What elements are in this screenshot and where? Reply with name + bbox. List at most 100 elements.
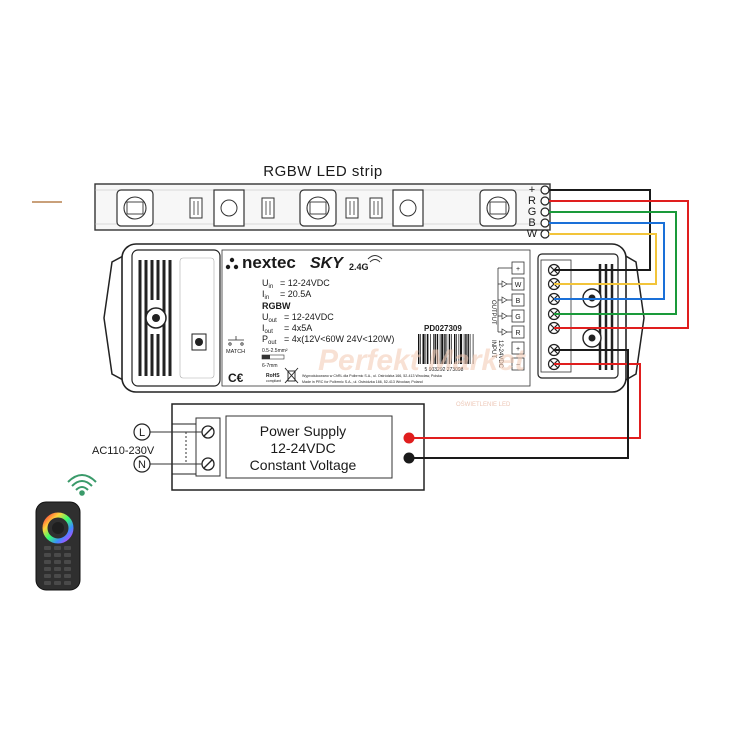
led-diode-icon: [501, 328, 508, 336]
strip-terminal-r: R: [528, 195, 536, 207]
input-terminal-box: [511, 341, 525, 355]
led-chip-icon: [392, 189, 424, 227]
match-switch-icon: [228, 336, 244, 346]
spec-uout: Uout = 12-24VDC: [262, 312, 334, 324]
barcode: [418, 334, 474, 364]
wire-white: [549, 233, 657, 285]
input-label: INPUT: [490, 340, 496, 358]
psu-negative-terminal: [403, 452, 415, 464]
ce-mark-icon: C€: [228, 371, 244, 385]
output-terminal-letter: B: [516, 298, 521, 305]
remote-button[interactable]: [44, 567, 51, 571]
remote-button[interactable]: [64, 574, 71, 578]
mains-wiring: [150, 431, 202, 465]
led-diode-icon: [501, 280, 508, 288]
spec-iout: Iout = 4x5A: [262, 323, 312, 335]
wire-green: [549, 211, 677, 315]
mains-voltage: AC110-230V: [92, 445, 155, 457]
psu-line-1: Power Supply: [260, 423, 346, 439]
band-label: 2.4G: [349, 262, 369, 272]
led-diode-icon: [501, 312, 508, 320]
output-terminal-letter: G: [515, 314, 520, 321]
resistor-icon: [369, 197, 383, 219]
wire-plus: [549, 189, 651, 271]
led-diode-icon: [501, 296, 508, 304]
brand-name: nextec: [242, 253, 296, 272]
strip-length: 6-7mm: [262, 363, 278, 369]
led-chip-icon: [479, 189, 517, 227]
psu-positive-terminal: [403, 432, 415, 444]
output-terminal-box: [511, 309, 525, 323]
svg-text:= 20.5A: = 20.5A: [280, 289, 311, 299]
wire-red: [549, 200, 689, 329]
spec-uin: Uin = 12-24VDC: [262, 278, 330, 290]
remote-button[interactable]: [44, 581, 51, 585]
svg-text:= 4x(12V<60W 24V<120W): = 4x(12V<60W 24V<120W): [284, 334, 394, 344]
live-terminal-icon: [133, 423, 151, 441]
wire-blue: [549, 222, 665, 300]
color-wheel-icon: [42, 512, 74, 544]
remote-button[interactable]: [64, 567, 71, 571]
led-chip-icon: [299, 189, 337, 227]
led-strip: + R G B W: [94, 183, 551, 240]
weee-bin-icon: [284, 367, 299, 384]
barcode-number: 5 903292 273098: [425, 367, 464, 373]
rohs-sub: compliant: [266, 379, 281, 383]
remote-button[interactable]: [64, 581, 71, 585]
spec-pout: Pout = 4x(12V<60W 24V<120W): [262, 334, 394, 346]
remote-button[interactable]: [54, 574, 61, 578]
svg-text:= 12-24VDC: = 12-24VDC: [284, 312, 334, 322]
power-supply: [171, 403, 425, 491]
psu-line-2: 12-24VDC: [270, 440, 335, 456]
remote-button[interactable]: [64, 560, 71, 564]
svg-text:Uin: Uin: [262, 278, 273, 290]
output-terminal-box: [511, 293, 525, 307]
led-chip-icon: [213, 189, 245, 227]
input-terminal-sign: −: [516, 362, 520, 369]
svg-text:= 12-24VDC: = 12-24VDC: [280, 278, 330, 288]
psu-line-3: Constant Voltage: [250, 457, 357, 473]
remote-button[interactable]: [64, 546, 71, 550]
remote-button[interactable]: [44, 553, 51, 557]
output-terminal-letter: R: [515, 330, 520, 337]
output-terminal-letter: W: [515, 282, 522, 289]
live-label: L: [139, 427, 145, 439]
match-label: MATCH: [226, 349, 245, 355]
strip-terminal-b: B: [528, 217, 535, 229]
svg-text:Iin: Iin: [262, 289, 269, 301]
remote-button[interactable]: [44, 546, 51, 550]
wire-psu-positive: [414, 363, 641, 439]
svg-text:Iout: Iout: [262, 323, 273, 335]
output-wires: [414, 189, 689, 459]
input-voltage: 12-24VDC: [497, 340, 503, 369]
strip-terminal-w: W: [527, 228, 538, 240]
input-terminal-sign: +: [516, 346, 520, 353]
neutral-terminal-icon: [133, 455, 151, 473]
strip-terminal-plus: +: [529, 184, 535, 196]
remote-button[interactable]: [54, 560, 61, 564]
remote-button[interactable]: [54, 567, 61, 571]
wire-section: 0.5-2.5mm²: [262, 348, 288, 354]
remote-control: [35, 474, 97, 591]
remote-button[interactable]: [44, 560, 51, 564]
controller-screw-terminals: [547, 263, 561, 371]
strip-terminal-g: G: [528, 206, 537, 218]
svg-text:Uout: Uout: [262, 312, 277, 324]
remote-button[interactable]: [64, 553, 71, 557]
remote-button[interactable]: [54, 581, 61, 585]
manufacturer-line-1: Wyprodukowano w ChRL dla Polbrrnic S.A.,…: [302, 374, 442, 378]
remote-buttons: [44, 546, 71, 585]
output-terminal-box: [511, 261, 525, 275]
model-name: SKY: [310, 255, 344, 272]
resistor-icon: [261, 197, 275, 219]
watermark-text: Perfekt Market: [318, 344, 527, 377]
output-label: OUTPUT: [490, 300, 496, 325]
product-code: PD027309: [424, 324, 462, 333]
wireless-icon: [367, 255, 383, 263]
remote-button[interactable]: [54, 553, 61, 557]
svg-text:Pout: Pout: [262, 334, 277, 346]
remote-button[interactable]: [54, 546, 61, 550]
output-terminal-box: [511, 277, 525, 291]
remote-button[interactable]: [44, 574, 51, 578]
